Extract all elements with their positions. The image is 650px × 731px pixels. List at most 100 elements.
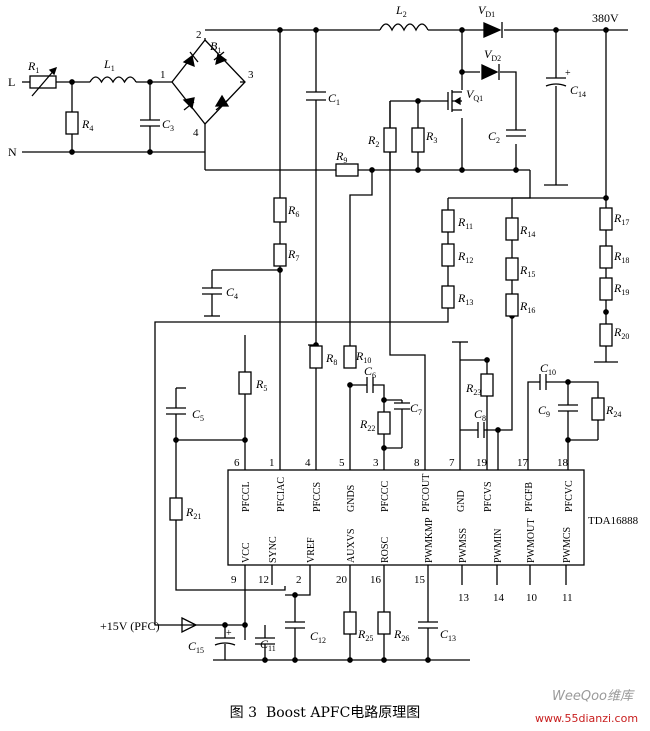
resistor-r8 (309, 345, 323, 369)
capacitor-c9 (558, 404, 578, 412)
capacitor-c2 (506, 129, 526, 137)
net-label-neutral: N (8, 145, 17, 159)
ic-pin-number-2: 2 (296, 574, 302, 586)
label-c7: C7 (410, 401, 422, 417)
label-l2: L2 (395, 3, 407, 19)
ic-pin-name-pwmkmp: PWMKMP (424, 517, 435, 563)
label-r3: R3 (425, 129, 437, 145)
label-r5: R5 (255, 377, 267, 393)
resistor-r16 (505, 293, 519, 317)
bridge-pin-4: 4 (193, 127, 199, 139)
ic-pin-number-3: 3 (373, 457, 379, 469)
ic-pin-number-20: 20 (336, 574, 348, 586)
label-r8: R8 (325, 351, 337, 367)
ic-pin-number-19: 19 (476, 457, 488, 469)
ic-pin-number-9: 9 (231, 574, 237, 586)
label-r9: R9 (335, 149, 347, 165)
resistor-r20 (599, 323, 613, 347)
diode-vd2 (481, 63, 500, 81)
ic-pin-name-pfciac: PFCIAC (276, 477, 287, 512)
ic-pin-number-4: 4 (305, 457, 311, 469)
resistor-r1 (29, 66, 58, 97)
ic-pin-number-15: 15 (414, 574, 426, 586)
label-l1: L1 (103, 57, 115, 73)
label-r24: R24 (605, 403, 621, 419)
net-label-output-voltage: 380V (592, 11, 619, 25)
label-c1: C1 (328, 91, 340, 107)
ic-pin-name-pwmss: PWMSS (458, 528, 469, 563)
capacitor-c10 (539, 374, 547, 390)
label-r25: R25 (357, 627, 373, 643)
capacitor-c12 (285, 621, 305, 629)
bridge-label: B1 (210, 39, 221, 55)
capacitor-c15: + (214, 628, 236, 646)
label-r23: R23 (465, 381, 481, 397)
resistor-r19 (599, 277, 613, 301)
capacitor-c3 (140, 119, 160, 127)
ic-name: TDA16888 (588, 515, 639, 527)
ic-pin-name-pfcvc: PFCVC (564, 480, 575, 512)
figure-label: 图 3 (229, 705, 258, 721)
resistor-r26 (377, 611, 391, 635)
resistor-r4 (65, 111, 79, 135)
label-r11: R11 (457, 215, 473, 231)
ic-pin-number-6: 6 (234, 457, 240, 469)
label-r21: R21 (185, 505, 201, 521)
resistor-r11 (441, 209, 455, 233)
ic-pin-name-gnd: GND (456, 490, 467, 512)
ic-pin-name-pwmin: PWMIN (493, 529, 504, 563)
label-c14: C14 (570, 83, 586, 99)
resistor-r17 (599, 207, 613, 231)
label-r18: R18 (613, 249, 629, 265)
label-r10: R10 (355, 349, 371, 365)
label-c13: C13 (440, 627, 456, 643)
label-r2: R2 (367, 133, 379, 149)
ic-pin-name-vref: VREF (306, 537, 317, 563)
resistor-r6 (273, 197, 287, 223)
resistor-r15 (505, 257, 519, 281)
ic-pin-number-14: 14 (493, 592, 505, 604)
label-vq1: VQ1 (466, 87, 483, 103)
junction-dots (69, 27, 609, 663)
label-r15: R15 (519, 263, 535, 279)
label-c8: C8 (474, 407, 486, 423)
label-r13: R13 (457, 291, 473, 307)
resistor-r10 (343, 345, 357, 369)
ic-pin-number-17: 17 (517, 457, 529, 469)
label-r14: R14 (519, 223, 535, 239)
ic-pin-name-pfcout: PFCOUT (421, 474, 432, 512)
ic-pin-name-pfccc: PFCCC (380, 481, 391, 512)
label-c11: C11 (260, 637, 276, 653)
label-c12: C12 (310, 629, 326, 645)
label-c6: C6 (364, 364, 376, 380)
label-c4: C4 (226, 285, 238, 301)
capacitor-c7 (394, 402, 410, 410)
ic-pin-name-pfccs: PFCCS (312, 482, 323, 512)
watermark-url: www.55dianzi.com (535, 712, 639, 725)
watermark-brand: WeeQoo维库 (552, 689, 633, 704)
svg-text:+: + (565, 68, 571, 79)
ic-pin-labels: 6PFCCL1PFCIAC4PFCCS5GNDS3PFCCC8PFCOUT7GN… (231, 457, 575, 604)
mosfet-vq1 (447, 90, 462, 112)
resistor-r5 (238, 371, 252, 395)
capacitor-c13 (418, 621, 438, 629)
label-c5: C5 (192, 407, 204, 423)
resistor-r12 (441, 243, 455, 267)
label-r22: R22 (359, 417, 375, 433)
label-r26: R26 (393, 627, 409, 643)
bridge-rectifier-b1 (171, 39, 246, 138)
label-c3: C3 (162, 117, 174, 133)
ic-pin-name-auxvs: AUXVS (346, 529, 357, 563)
resistor-r13 (441, 285, 455, 309)
capacitor-c4 (202, 287, 222, 317)
ic-pin-name-pfcvs: PFCVS (483, 481, 494, 512)
ic-pin-number-18: 18 (557, 457, 569, 469)
capacitor-c1 (306, 91, 326, 101)
capacitor-c8 (477, 422, 485, 438)
ic-pin-name-gnds: GNDS (346, 485, 357, 512)
ic-pin-name-pfccl: PFCCL (241, 481, 252, 512)
label-r19: R19 (613, 281, 629, 297)
bridge-pin-3: 3 (248, 69, 254, 81)
label-r4: R4 (81, 117, 93, 133)
